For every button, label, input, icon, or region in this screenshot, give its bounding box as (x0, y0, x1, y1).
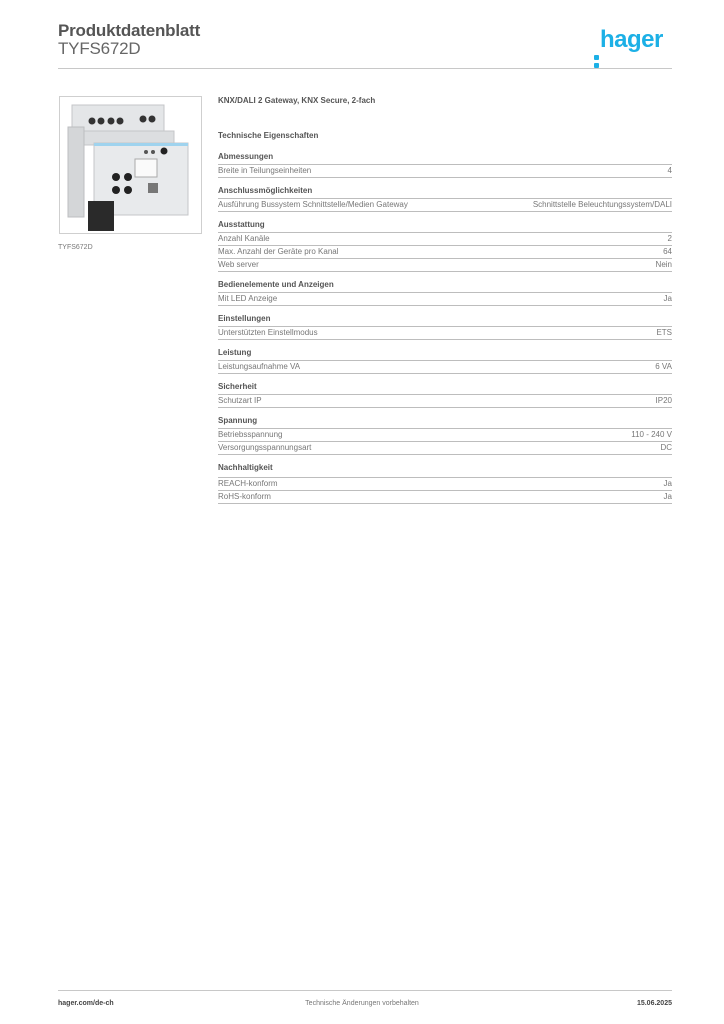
image-caption: TYFS672D (58, 244, 93, 251)
spec-row: Versorgungsspannungsart DC (218, 442, 672, 455)
spec-value: Nein (655, 260, 672, 269)
spec-label: Mit LED Anzeige (218, 294, 278, 303)
section-leistung: Leistung Leistungsaufnahme VA 6 VA (218, 348, 672, 374)
spec-row: Schutzart IP IP20 (218, 395, 672, 408)
section-ausstattung: Ausstattung Anzahl Kanäle 2 Max. Anzahl d… (218, 220, 672, 272)
spec-label: Versorgungsspannungsart (218, 443, 312, 452)
spec-row: Max. Anzahl der Geräte pro Kanal 64 (218, 246, 672, 259)
document-title: Produktdatenblatt (58, 21, 201, 40)
spec-value: DC (660, 443, 672, 452)
spec-row: Betriebsspannung 110 - 240 V (218, 429, 672, 442)
section-anschlussmoeglichkeiten: Anschlussmöglichkeiten Ausführung Bussys… (218, 186, 672, 212)
footer-disclaimer: Technische Änderungen vorbehalten (305, 1000, 419, 1007)
logo-text: hager (600, 26, 663, 53)
spec-label: Unterstützten Einstellmodus (218, 328, 318, 337)
section-title: Spannung (218, 416, 672, 429)
product-name: KNX/DALI 2 Gateway, KNX Secure, 2-fach (218, 96, 376, 105)
spec-value: 6 VA (655, 362, 672, 371)
spec-row: Ausführung Bussystem Schnittstelle/Medie… (218, 199, 672, 212)
spec-label: Betriebsspannung (218, 430, 283, 439)
spec-label: Breite in Teilungseinheiten (218, 166, 312, 175)
section-einstellungen: Einstellungen Unterstützten Einstellmodu… (218, 314, 672, 340)
spec-row: RoHS-konform Ja (218, 491, 672, 504)
spec-value: 110 - 240 V (631, 430, 672, 439)
section-title: Einstellungen (218, 314, 672, 327)
article-number: TYFS672D (58, 39, 141, 58)
spec-row: Unterstützten Einstellmodus ETS (218, 327, 672, 340)
footer-website-link[interactable]: hager.com/de-ch (58, 1000, 114, 1007)
spec-row: REACH-konform Ja (218, 478, 672, 491)
spec-label: Leistungsaufnahme VA (218, 362, 301, 371)
section-title: Bedienelemente und Anzeigen (218, 280, 672, 293)
spec-value: 64 (663, 247, 672, 256)
product-image (59, 96, 202, 234)
spec-value: Ja (663, 492, 672, 501)
knx-gateway-device-icon (67, 104, 189, 231)
section-abmessungen: Abmessungen Breite in Teilungseinheiten 4 (218, 152, 672, 178)
spec-row: Web server Nein (218, 259, 672, 272)
section-spannung: Spannung Betriebsspannung 110 - 240 V Ver… (218, 416, 672, 455)
spec-row: Leistungsaufnahme VA 6 VA (218, 361, 672, 374)
section-bedienelemente: Bedienelemente und Anzeigen Mit LED Anze… (218, 280, 672, 306)
spec-value: 4 (667, 166, 672, 175)
section-title: Abmessungen (218, 152, 672, 165)
spec-row: Anzahl Kanäle 2 (218, 233, 672, 246)
technical-properties-heading: Technische Eigenschaften (218, 131, 319, 140)
spec-label: Anzahl Kanäle (218, 234, 270, 243)
hager-logo: hager (594, 26, 663, 68)
section-sicherheit: Sicherheit Schutzart IP IP20 (218, 382, 672, 408)
spec-value: Schnittstelle Beleuchtungssystem/DALI (532, 200, 672, 209)
spec-content: KNX/DALI 2 Gateway, KNX Secure, 2-fach T… (218, 96, 672, 512)
section-title: Anschlussmöglichkeiten (218, 186, 672, 199)
spec-value: ETS (656, 328, 672, 337)
section-title: Nachhaltigkeit (218, 463, 672, 478)
spec-label: RoHS-konform (218, 492, 271, 501)
spec-label: Max. Anzahl der Geräte pro Kanal (218, 247, 339, 256)
spec-value: Ja (663, 294, 672, 303)
footer-divider (58, 990, 672, 991)
spec-label: Web server (218, 260, 259, 269)
footer-date: 15.06.2025 (636, 1000, 672, 1007)
spec-value: 2 (667, 234, 672, 243)
spec-label: Schutzart IP (218, 396, 262, 405)
spec-value: IP20 (655, 396, 672, 405)
spec-label: Ausführung Bussystem Schnittstelle/Medie… (218, 200, 408, 209)
header-divider (58, 68, 672, 69)
spec-label: REACH-konform (218, 479, 278, 488)
section-title: Sicherheit (218, 382, 672, 395)
spec-row: Mit LED Anzeige Ja (218, 293, 672, 306)
section-title: Ausstattung (218, 220, 672, 233)
spec-row: Breite in Teilungseinheiten 4 (218, 165, 672, 178)
section-title: Leistung (218, 348, 672, 361)
spec-value: Ja (663, 479, 672, 488)
